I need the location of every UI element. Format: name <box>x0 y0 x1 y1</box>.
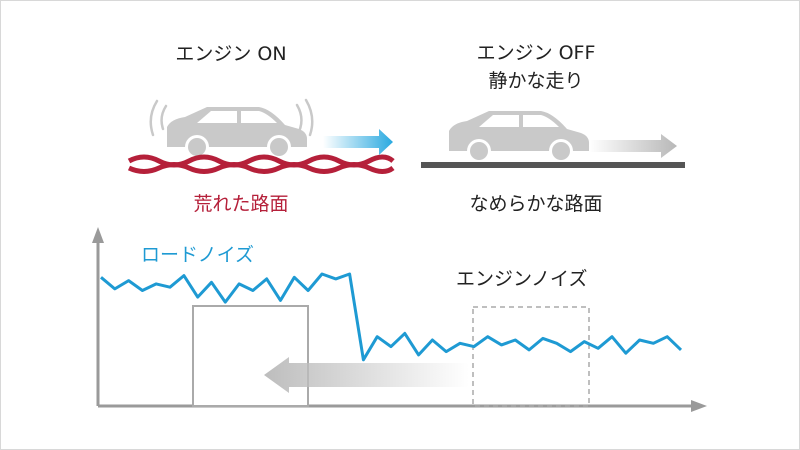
road-noise-label: ロードノイズ <box>141 244 255 266</box>
road-noise-line <box>100 272 683 362</box>
engine-noise-box <box>192 305 309 407</box>
rough-road-label: 荒れた路面 <box>193 193 289 215</box>
car-icon <box>449 111 589 163</box>
engine-on-label: エンジン ON <box>175 43 287 65</box>
rough-road-lower <box>127 162 395 174</box>
engine-off-label: エンジン OFF 静かな走り <box>426 39 646 95</box>
sound-wave-icon <box>149 98 314 137</box>
right-arrow-icon <box>589 134 677 158</box>
smooth-road-label: なめらかな路面 <box>469 193 603 215</box>
quiet-driving-subtitle: 静かな走り <box>488 70 584 92</box>
right-arrow-icon <box>323 129 393 155</box>
left-arrow-icon <box>264 357 469 393</box>
smooth-road <box>421 162 685 168</box>
engine-off-title: エンジン OFF <box>476 42 596 64</box>
engine-noise-label: エンジンノイズ <box>456 268 588 290</box>
engine-noise-box-dashed <box>472 306 590 407</box>
car-icon <box>167 107 307 159</box>
